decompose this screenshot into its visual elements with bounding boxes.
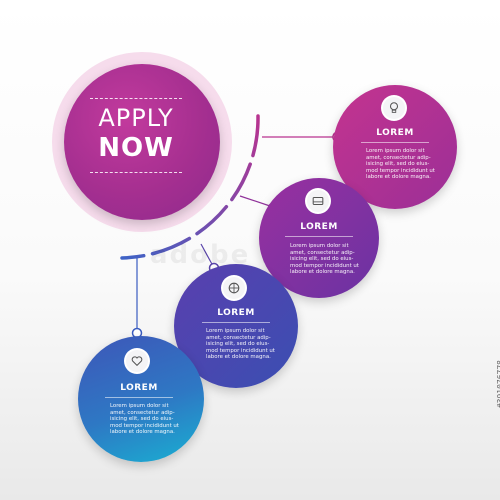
step-divider-3	[202, 322, 270, 323]
step-divider-4	[105, 397, 173, 398]
step-text-4: Lorem ipsum dolor sit amet, consectetur …	[110, 403, 179, 436]
apply-now-circle[interactable]	[64, 64, 220, 220]
step-divider-1	[361, 142, 429, 143]
basketball-icon	[221, 275, 247, 301]
step-text-2: Lorem ipsum dolor sit amet, consectetur …	[290, 243, 359, 276]
card-icon	[305, 188, 331, 214]
heart-icon	[124, 348, 150, 374]
apply-dash-top	[90, 98, 182, 99]
apply-subtitle: NOW	[98, 133, 174, 163]
apply-dash-bottom	[90, 172, 182, 173]
step-text-1: Lorem ipsum dolor sit amet, consectetur …	[366, 148, 435, 181]
apply-title: APPLY	[98, 104, 174, 132]
connector-line-2	[239, 195, 271, 207]
connector-line-3	[200, 243, 214, 267]
step-title-1: LOREM	[376, 128, 414, 138]
stock-id: #391076778	[496, 360, 500, 409]
lightbulb-icon	[381, 95, 407, 121]
step-title-3: LOREM	[217, 308, 255, 318]
step-title-4: LOREM	[120, 383, 158, 393]
step-text-3: Lorem ipsum dolor sit amet, consectetur …	[206, 328, 275, 361]
connector-arc	[120, 114, 260, 260]
step-divider-2	[285, 236, 353, 237]
step-title-2: LOREM	[300, 222, 338, 232]
